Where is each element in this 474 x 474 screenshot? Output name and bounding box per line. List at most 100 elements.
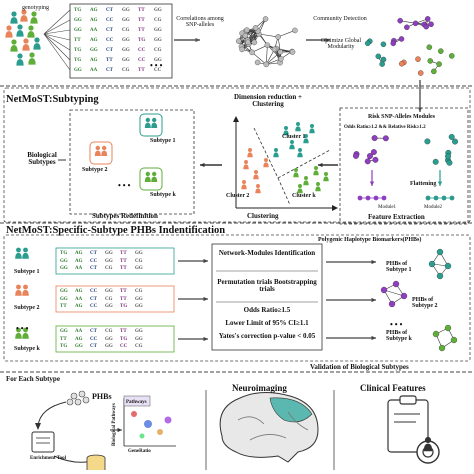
genotype-cell: GG xyxy=(122,58,130,63)
subtype-genotype-cell: TT xyxy=(120,329,127,334)
genotype-cell: GG xyxy=(122,8,130,13)
risk-module-purple-node-1 xyxy=(372,156,379,163)
subtype1-people-b-head xyxy=(152,117,157,123)
genotype-cell: AG xyxy=(90,8,98,13)
correlation-net-node-27 xyxy=(251,39,258,46)
subtype-genotype-cell: TT xyxy=(120,258,127,264)
subtypek-people-b-head xyxy=(152,171,157,177)
pathways-label: Pathways xyxy=(126,400,147,405)
brain-highlight-region xyxy=(269,397,313,423)
clustering-y-arrowhead xyxy=(233,116,239,122)
phb-subtype2-label: PHBs of Subtype 2 xyxy=(412,297,438,309)
risk-module-purple-node-4 xyxy=(382,135,389,142)
clusterk-person-1-head xyxy=(304,176,308,180)
module-green-node-5 xyxy=(431,68,437,75)
phb-dot-0 xyxy=(70,392,78,400)
genotyping-fan-2 xyxy=(43,29,71,35)
subtype1-people-a-body xyxy=(144,122,151,128)
genotype-cell: CC xyxy=(138,48,146,53)
arrow-to-phbk-head xyxy=(371,335,376,341)
cluster2-person-0-body xyxy=(243,164,249,170)
risk-module-purple-node-2 xyxy=(370,149,377,156)
correlation-net-edge-68 xyxy=(278,30,295,38)
enrichment-tool-icon xyxy=(31,431,55,453)
cluster2-person-5-body xyxy=(247,152,253,158)
risk-module-teal-node-4 xyxy=(452,138,458,145)
clusterk-person-4-body xyxy=(315,186,321,192)
crowd-person-7-head xyxy=(23,38,29,44)
subtype-genotype-cell: CG xyxy=(135,258,143,264)
correlation-net-node-25 xyxy=(262,16,269,22)
subtype2-people-b-body xyxy=(101,150,108,156)
subtype-genotype-cell: CC xyxy=(120,344,128,349)
dimred-label: Dimension reduction + Clustering xyxy=(233,93,303,108)
correlation-net-edge-65 xyxy=(251,44,268,53)
cluster1-person-1-head xyxy=(296,122,300,126)
redef-subtype2: Subtype 2 xyxy=(82,167,108,173)
cluster2-person-2-head xyxy=(242,180,246,184)
s3-subtypek-people-a-body xyxy=(15,332,22,339)
feature-extraction-label: Feature Extraction xyxy=(368,213,425,221)
genotype-cell: CT xyxy=(106,8,113,13)
phb1-net-node-0 xyxy=(436,248,444,256)
clinical-person-head xyxy=(424,436,432,444)
pathway-dot-4 xyxy=(164,416,172,424)
cluster2-person-4-head xyxy=(264,158,268,162)
subtyping-frame xyxy=(3,87,471,223)
subtype-genotype-cell: CG xyxy=(105,329,113,334)
phb-identification-title: NetMoST:Specific-Subtype PHBs Indentific… xyxy=(6,225,226,236)
clipboard-clip xyxy=(399,395,417,405)
arrow-to-risk-modules-head xyxy=(417,107,423,112)
phb-dot-1 xyxy=(78,390,86,398)
subtype-genotype-cell: GG xyxy=(60,266,68,271)
subtype-genotype-cell: AA xyxy=(75,266,83,271)
module-teal-node-5 xyxy=(364,40,371,47)
subtype-genotype-cell: TT xyxy=(120,266,127,271)
clusterk-person-0-head xyxy=(294,168,298,172)
phb2-net-node-3 xyxy=(388,300,396,308)
correlation-net-node-13 xyxy=(275,34,281,40)
phb-dot-3 xyxy=(66,398,74,406)
module-purple-node-3 xyxy=(423,23,429,30)
for-each-subtype-label: For Each Subtype xyxy=(6,375,60,383)
phb-dot-2 xyxy=(74,398,82,406)
flatten-arrow-1-head xyxy=(369,181,375,186)
crowd-person-0-body xyxy=(10,17,18,24)
phb-header: Polygenic Haplotype Biomarkers(PHBs) xyxy=(318,237,422,243)
s3-subtypek-people-a-head xyxy=(16,327,21,333)
subtypek-people-b-body xyxy=(151,176,158,182)
subtype-genotype-cell: GG xyxy=(135,251,143,256)
redefinition-frame xyxy=(69,109,195,215)
module-purple-node-8 xyxy=(424,16,431,22)
database-icon-body xyxy=(87,458,105,470)
genotyping-fan-1 xyxy=(43,19,71,35)
subtype-genotype-cell: CG xyxy=(105,266,113,271)
cluster2-person-1-body xyxy=(253,174,259,180)
step-network-modules: Network-Modules Identification xyxy=(218,249,316,257)
genotype-cell: TT xyxy=(138,28,145,33)
clustering-x-arrowhead xyxy=(332,205,338,211)
crowd-person-8-head xyxy=(34,37,40,43)
risk-module-teal-node-2 xyxy=(424,138,431,145)
phbk-net-node-2 xyxy=(450,336,458,344)
risk-module-purple-node-6 xyxy=(352,152,359,159)
clusterk-person-1-body xyxy=(303,180,309,186)
genotype-cell: CT xyxy=(106,68,113,73)
genotype-cell: CG xyxy=(154,48,162,53)
s3-subtype2-people-b-head xyxy=(23,284,28,290)
ellipsis-s3-left: • • • xyxy=(16,324,29,333)
subtype1-people-b-body xyxy=(151,122,158,128)
crowd-person-5-body xyxy=(27,31,35,38)
phb1-net-node-3 xyxy=(436,272,444,280)
optimize-label: Optimize Global Modularity xyxy=(320,38,362,50)
genotyping-fan-0 xyxy=(43,9,71,35)
neuroimaging-label: Neuroimaging xyxy=(232,383,287,393)
biological-subtypes-label: Biological Subtypes xyxy=(27,151,57,166)
arrow-to-phb2-head xyxy=(371,297,376,303)
subtype-genotype-cell: GG xyxy=(60,289,68,294)
s3-subtype1-people-a-body xyxy=(15,252,22,259)
flatten-arrow-2-head xyxy=(437,181,443,186)
subtype-genotype-cell: CC xyxy=(90,304,98,309)
subtype-genotype-cell: CG xyxy=(105,296,113,302)
module-purple-node-7 xyxy=(404,24,410,31)
